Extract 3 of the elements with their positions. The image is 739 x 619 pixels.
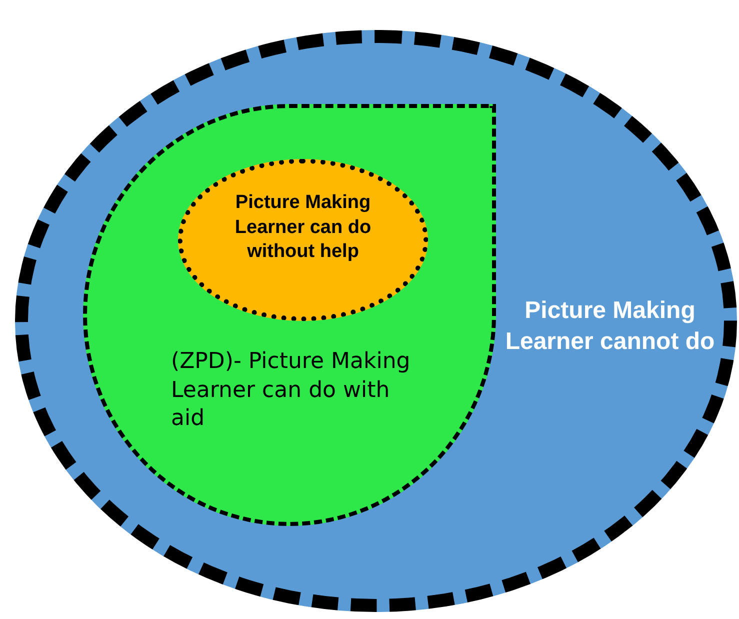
inner-label: Picture Making Learner can do without help	[234, 191, 372, 264]
zpd-label: (ZPD)- Picture Making Learner can do with aid	[171, 348, 412, 434]
outer-label: Picture Making Learner cannot do	[504, 296, 716, 358]
